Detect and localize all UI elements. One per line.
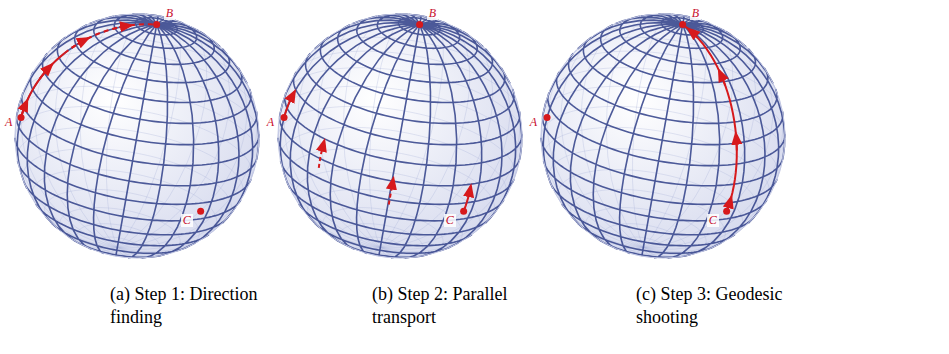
sphere (15, 14, 259, 258)
point-label: C (707, 214, 719, 227)
caption: (b) Step 2: Parallel transport (372, 283, 547, 330)
tangent-arrow (735, 134, 738, 151)
sphere-body (278, 14, 522, 258)
point-marker (679, 21, 686, 28)
point-marker (416, 21, 423, 28)
geodesic-path (64, 24, 156, 53)
point-marker (723, 208, 730, 215)
tangent-arrow (688, 29, 697, 38)
sphere (278, 14, 522, 258)
back-grid (278, 14, 522, 258)
tangent-arrow (113, 25, 132, 29)
point-marker (18, 114, 25, 121)
point-marker (544, 114, 551, 121)
sphere-body (541, 14, 785, 258)
sphere-outline (541, 14, 785, 258)
front-grid (15, 14, 259, 258)
caption: (c) Step 3: Geodesic shooting (636, 283, 811, 330)
point-label: A (3, 116, 14, 129)
point-label: A (265, 116, 276, 129)
tangent-arrow (284, 91, 295, 117)
point-label: C (181, 214, 193, 227)
tangent-arrow (464, 186, 471, 211)
geodesic-path (683, 25, 737, 212)
tangent-arrow (72, 38, 89, 48)
back-grid (541, 14, 785, 258)
point-marker (197, 208, 204, 215)
tangent-arrow (389, 179, 394, 205)
sphere (541, 14, 785, 258)
point-label: B (690, 7, 701, 20)
point-label: B (164, 7, 175, 20)
point-label: A (528, 116, 539, 129)
tangent-arrow (40, 65, 52, 79)
point-label: C (444, 214, 456, 227)
caption: (a) Step 1: Direction finding (110, 283, 285, 330)
back-grid (15, 14, 259, 258)
sphere-body (15, 14, 259, 258)
point-marker (460, 208, 467, 215)
geodesic-path (21, 53, 64, 117)
front-grid (541, 14, 785, 258)
tangent-arrow (719, 71, 725, 86)
front-grid (278, 14, 522, 258)
point-marker (153, 21, 160, 28)
tangent-arrow (319, 141, 325, 168)
point-marker (281, 114, 288, 121)
sphere-outline (278, 14, 522, 258)
sphere-outline (15, 14, 259, 258)
point-label: B (427, 7, 438, 20)
